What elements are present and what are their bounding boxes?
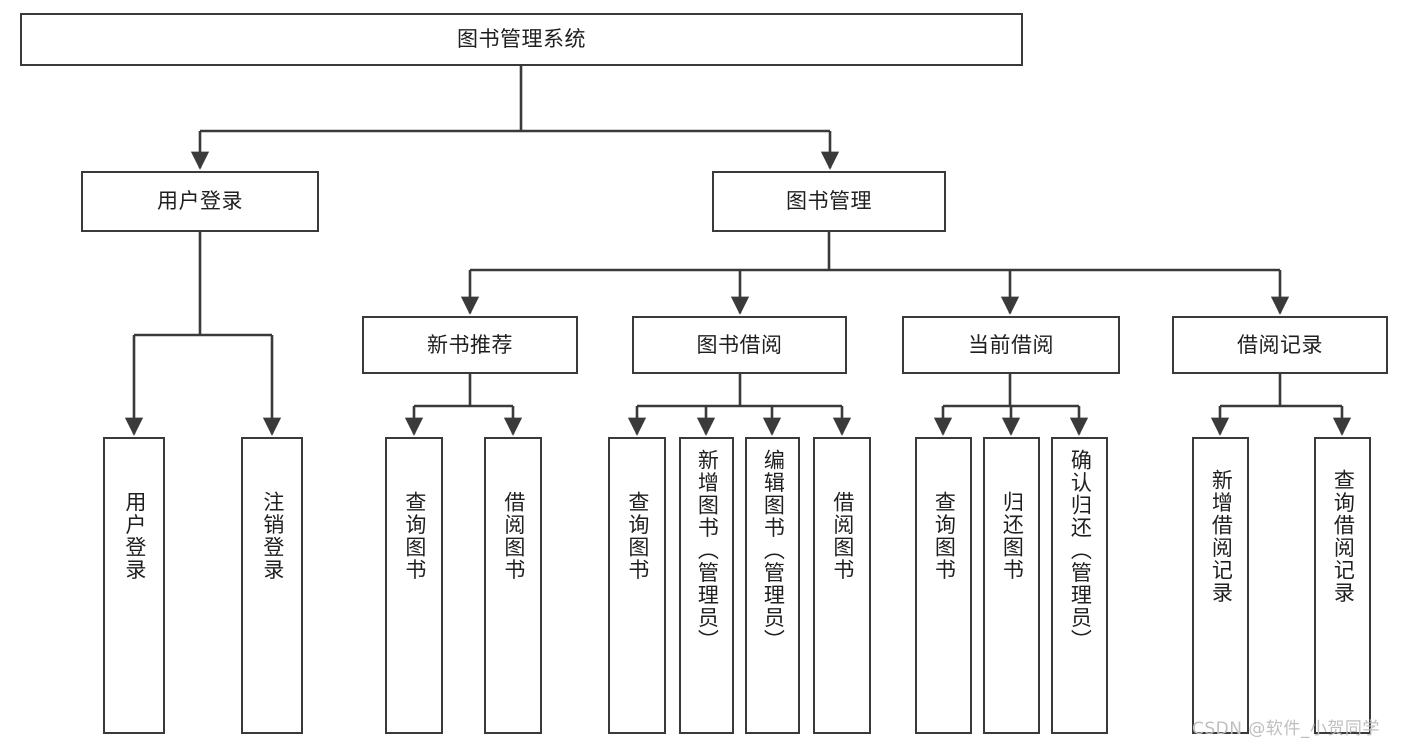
leaf-rec-query-book[interactable]: 查询图书 [385, 437, 443, 734]
node-current-borrow[interactable]: 当前借阅 [902, 316, 1120, 374]
leaf-bb-borrow-book-label: 借阅图书 [830, 491, 855, 581]
node-root-label: 图书管理系统 [457, 27, 586, 52]
leaf-bb-edit-book-label: 编辑图书（管理员） [761, 449, 786, 652]
leaf-user-login[interactable]: 用户登录 [103, 437, 165, 734]
leaf-user-logout-label: 注销登录 [260, 491, 285, 581]
leaf-bb-query-book-label: 查询图书 [625, 491, 650, 581]
leaf-br-query-record-label: 查询借阅记录 [1331, 469, 1356, 604]
leaf-user-logout[interactable]: 注销登录 [241, 437, 303, 734]
leaf-br-query-record[interactable]: 查询借阅记录 [1314, 437, 1371, 734]
leaf-cb-query-book[interactable]: 查询图书 [915, 437, 972, 734]
node-borrow-record[interactable]: 借阅记录 [1172, 316, 1388, 374]
leaf-bb-query-book[interactable]: 查询图书 [608, 437, 666, 734]
csdn-watermark: CSDN @软件_小贺同学 [1192, 719, 1380, 739]
leaf-br-add-record-label: 新增借阅记录 [1209, 469, 1234, 604]
node-new-book-rec[interactable]: 新书推荐 [362, 316, 578, 374]
leaf-user-login-label: 用户登录 [122, 491, 147, 581]
leaf-rec-borrow-book[interactable]: 借阅图书 [484, 437, 542, 734]
node-new-book-rec-label: 新书推荐 [427, 332, 513, 357]
node-current-borrow-label: 当前借阅 [968, 332, 1054, 357]
leaf-bb-edit-book[interactable]: 编辑图书（管理员） [745, 437, 800, 734]
node-borrow-record-label: 借阅记录 [1237, 332, 1323, 357]
leaf-rec-borrow-book-label: 借阅图书 [501, 491, 526, 581]
leaf-cb-query-book-label: 查询图书 [932, 491, 957, 581]
node-book-manage[interactable]: 图书管理 [712, 171, 946, 232]
leaf-cb-confirm-return-label: 确认归还（管理员） [1068, 449, 1093, 652]
leaf-br-add-record[interactable]: 新增借阅记录 [1192, 437, 1249, 734]
leaf-cb-return-book[interactable]: 归还图书 [983, 437, 1040, 734]
node-user-login-label: 用户登录 [157, 189, 243, 214]
leaf-rec-query-book-label: 查询图书 [402, 491, 427, 581]
node-book-borrow[interactable]: 图书借阅 [632, 316, 847, 374]
node-user-login[interactable]: 用户登录 [81, 171, 319, 232]
leaf-bb-add-book[interactable]: 新增图书（管理员） [679, 437, 734, 734]
leaf-cb-return-book-label: 归还图书 [1000, 491, 1025, 581]
leaf-bb-borrow-book[interactable]: 借阅图书 [813, 437, 871, 734]
node-root[interactable]: 图书管理系统 [20, 13, 1023, 66]
leaf-bb-add-book-label: 新增图书（管理员） [695, 449, 720, 652]
leaf-cb-confirm-return[interactable]: 确认归还（管理员） [1051, 437, 1108, 734]
node-book-borrow-label: 图书借阅 [696, 332, 783, 357]
node-book-manage-label: 图书管理 [786, 189, 872, 214]
